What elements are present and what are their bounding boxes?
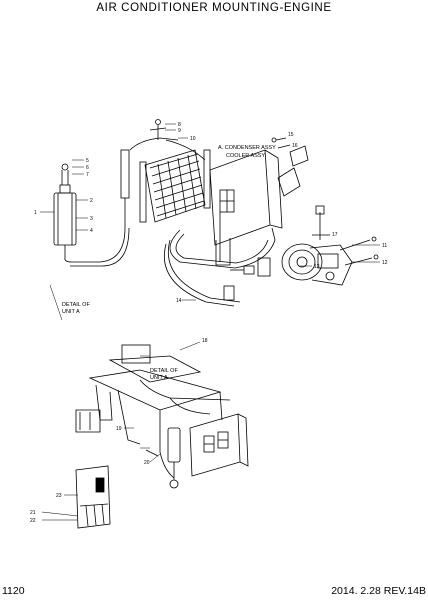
callout-16: 16: [292, 143, 298, 149]
compressor: [281, 236, 379, 286]
callout-15: 15: [288, 132, 294, 138]
callout-4: 4: [90, 228, 93, 234]
callout-3: 3: [90, 216, 93, 222]
note-detail-lower-2: UNIT A: [150, 375, 168, 381]
callout-20: 20: [144, 460, 150, 466]
engine-frame: [75, 344, 231, 452]
callout-2: 2: [90, 198, 93, 204]
callout-5: 5: [86, 158, 89, 164]
upper-right-parts: [271, 137, 309, 197]
revision-date: 2014. 2.28 REV.14B: [331, 585, 426, 597]
cooler-box: [209, 149, 283, 266]
receiver-drier: [53, 163, 77, 258]
note-detail-upper: DETAIL OF: [62, 302, 90, 308]
callout-9: 9: [178, 128, 181, 134]
pipe-bracket: [64, 149, 130, 267]
callout-14: 14: [176, 298, 182, 304]
top-hoses: [129, 119, 206, 161]
callout-8: 8: [178, 122, 181, 128]
callout-6: 6: [86, 165, 89, 171]
note-detail-lower: DETAIL OF: [150, 368, 178, 374]
clamp-parts: [223, 205, 330, 301]
condenser-assy: [139, 149, 211, 223]
callout-21: 21: [30, 510, 36, 516]
callout-19: 19: [116, 426, 122, 432]
callout-11: 11: [382, 243, 387, 249]
callout-10: 10: [190, 136, 196, 142]
lower-receiver: [145, 427, 181, 489]
callout-17: 17: [332, 232, 338, 238]
note-cooler-assy: COOLER ASSY: [226, 153, 265, 159]
callout-12: 12: [382, 260, 388, 266]
page-number: 1120: [2, 585, 25, 597]
callout-23: 23: [56, 493, 62, 499]
leader-lines-upper: [40, 123, 380, 321]
leader-lines-lower: [41, 341, 201, 521]
battery-box: [189, 413, 249, 477]
callout-22: 22: [30, 518, 36, 524]
callout-7: 7: [86, 172, 89, 178]
callout-18: 18: [202, 338, 208, 344]
decal-plate: [75, 465, 111, 529]
callout-1: 1: [34, 210, 37, 216]
note-detail-upper-2: UNIT A: [62, 309, 80, 315]
page-title: AIR CONDITIONER MOUNTING-ENGINE: [96, 2, 332, 14]
hose-loop: [164, 227, 276, 307]
callout-13: 13: [314, 264, 320, 270]
note-condenser-assy: A. CONDENSER ASSY: [218, 145, 276, 151]
callout-numbers: 1 2 3 4 5 6 7 8 9 10 11 12 13 14 15 16 1…: [30, 122, 388, 524]
